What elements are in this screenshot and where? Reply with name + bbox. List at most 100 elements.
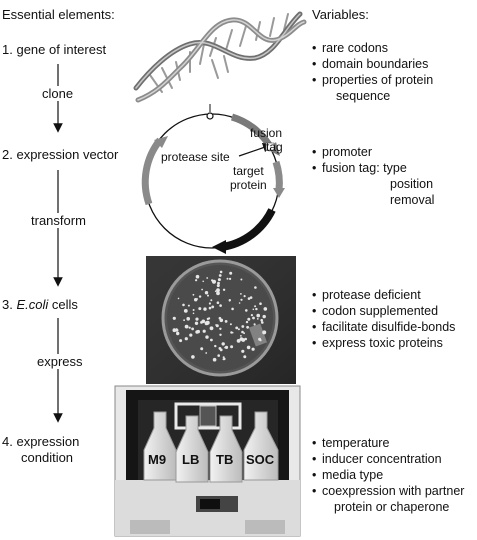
- colony-dot: [240, 293, 242, 295]
- step-3-label: 3. E.coli cells: [2, 297, 78, 312]
- colony-dot: [247, 317, 251, 321]
- colony-dot: [210, 299, 213, 302]
- colony-dot: [216, 288, 220, 293]
- colony-dot: [194, 321, 199, 325]
- colony-dot: [245, 309, 248, 312]
- colony-dot: [179, 339, 183, 343]
- colony-dot: [195, 279, 198, 282]
- list-item-continuation: protein or chaperone: [334, 500, 450, 514]
- colony-dot: [212, 357, 217, 362]
- colony-dot: [200, 347, 204, 351]
- petri-dish-photo: [146, 256, 296, 384]
- colony-dot: [226, 277, 229, 280]
- colony-dot: [229, 271, 233, 275]
- colony-dot: [259, 339, 262, 342]
- colony-dot: [208, 302, 211, 305]
- colony-dot: [189, 333, 193, 337]
- colony-dot: [206, 277, 209, 279]
- colony-dot: [228, 299, 231, 302]
- colony-dot: [208, 306, 212, 310]
- colony-dot: [239, 337, 244, 341]
- colony-dot: [240, 298, 243, 301]
- step-1-label: 1. gene of interest: [2, 42, 107, 57]
- cells-variables-list: protease deficient codon supplemented fa…: [312, 287, 455, 351]
- colony-dot: [206, 317, 210, 321]
- colony-dot: [175, 328, 178, 330]
- colony-dot: [183, 319, 186, 322]
- list-item: media type: [312, 467, 464, 483]
- colony-dot: [210, 338, 213, 342]
- tag-label: tag: [266, 140, 283, 154]
- plasmid-diagram: [141, 104, 285, 254]
- vector-variables-list: promoter fusion tag: type position remov…: [312, 144, 434, 208]
- flask-m9-label: M9: [148, 452, 167, 467]
- list-item-continuation: position: [390, 177, 434, 191]
- colony-dot: [259, 302, 262, 306]
- colony-dot: [255, 307, 258, 311]
- colony-dot: [224, 345, 229, 349]
- colony-dot: [252, 316, 255, 320]
- step-4-label: 4. expression: [2, 434, 80, 449]
- colony-dot: [191, 327, 195, 331]
- colony-dot: [230, 345, 234, 349]
- variables-header: Variables:: [312, 7, 369, 22]
- colony-dot: [240, 278, 243, 281]
- colony-dot: [219, 270, 223, 274]
- colony-dot: [196, 298, 199, 300]
- colony-dot: [222, 288, 226, 291]
- colony-dot: [257, 314, 260, 317]
- colony-dot: [198, 307, 202, 311]
- colony-dot: [254, 286, 257, 289]
- step-2-label: 2. expression vector: [2, 147, 119, 162]
- colony-dot: [205, 320, 210, 325]
- list-item: domain boundaries: [312, 56, 433, 72]
- colony-dot: [216, 301, 220, 305]
- list-item-continuation: sequence: [336, 89, 391, 103]
- step-4-label-line2: condition: [21, 450, 74, 465]
- colony-dot: [192, 293, 195, 296]
- colony-dot: [223, 357, 226, 361]
- colony-dot: [195, 274, 200, 279]
- colony-dot: [215, 324, 218, 326]
- essential-elements-header: Essential elements:: [2, 7, 115, 22]
- list-item-continuation: removal: [390, 193, 435, 207]
- colony-dot: [245, 320, 249, 324]
- list-item: fusion tag: type: [312, 160, 434, 176]
- colony-dot: [236, 339, 241, 343]
- colony-dot: [177, 297, 180, 300]
- colony-dot: [217, 281, 220, 285]
- list-item: inducer concentration: [312, 451, 464, 467]
- colony-dot: [205, 335, 209, 339]
- colony-dot: [251, 347, 255, 351]
- colony-dot: [219, 333, 222, 336]
- colony-dot: [246, 325, 250, 329]
- flask-tb: [209, 415, 243, 483]
- colony-dot: [244, 337, 247, 341]
- colony-dot: [252, 308, 255, 311]
- colony-dot: [202, 280, 204, 283]
- colony-dot: [243, 355, 247, 359]
- list-item: codon supplemented: [312, 303, 455, 319]
- colony-dot: [201, 288, 204, 291]
- colony-dot: [235, 326, 239, 330]
- flask-soc-label: SOC: [246, 452, 275, 467]
- list-item: protease deficient: [312, 287, 455, 303]
- colony-dot: [253, 323, 256, 326]
- colony-dot: [191, 355, 195, 359]
- colony-dot: [230, 331, 233, 334]
- flask-lb-label: LB: [182, 452, 200, 467]
- colony-dot: [200, 321, 203, 324]
- colony-dot: [224, 320, 228, 323]
- colony-dot: [262, 330, 267, 335]
- colony-dot: [203, 307, 207, 311]
- colony-dot: [247, 297, 251, 300]
- colony-dot: [198, 295, 202, 298]
- colony-dot: [256, 318, 259, 320]
- colony-dot: [195, 330, 199, 334]
- list-item: promoter: [312, 144, 434, 160]
- list-item: rare codons: [312, 40, 433, 56]
- colony-dot: [212, 279, 216, 284]
- colony-dot: [262, 314, 266, 319]
- list-item: coexpression with partner: [312, 483, 464, 499]
